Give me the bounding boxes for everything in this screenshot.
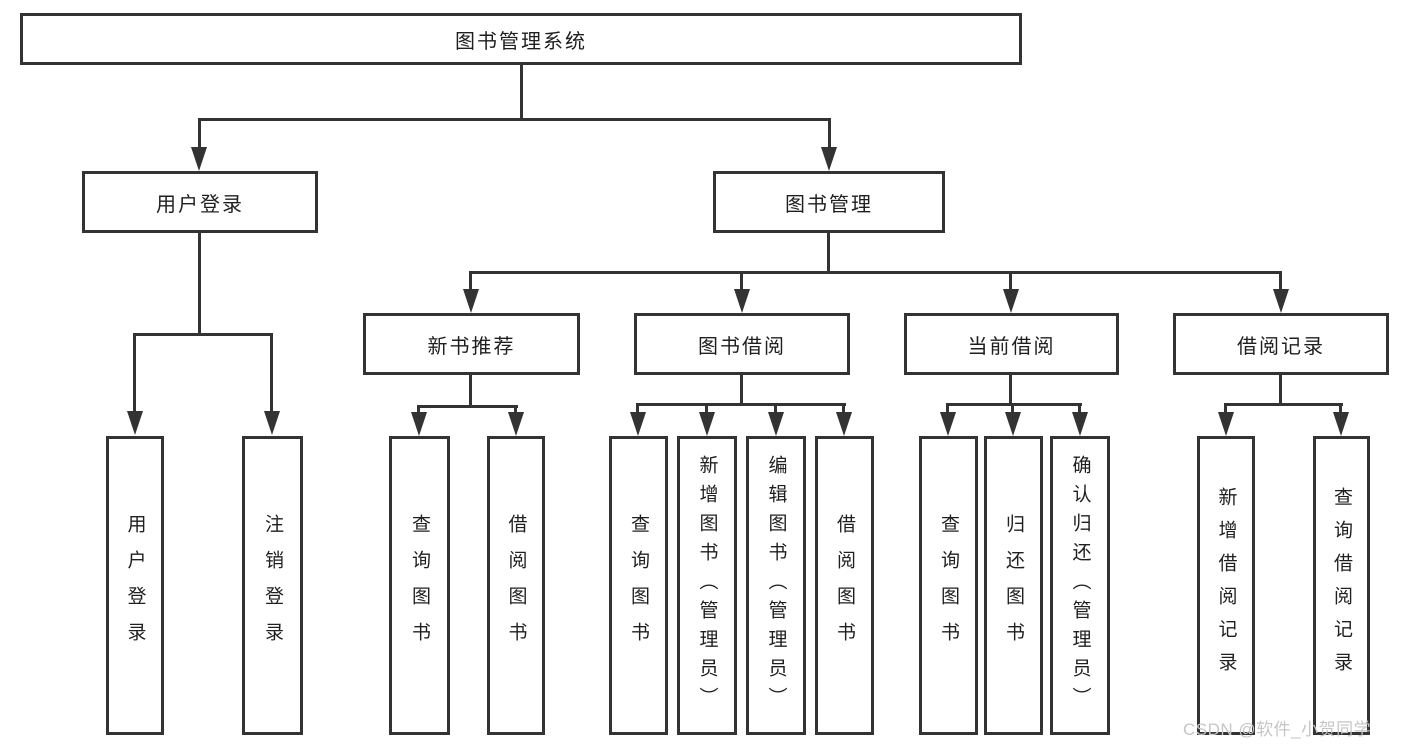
arrow-down-new-book-icon: [463, 289, 479, 313]
leaf-confirm-return-label: 确认归还（管理员）: [1069, 455, 1091, 716]
connector-book-borrow-drop2: [705, 403, 708, 412]
arrow-down-leaf-add-book-icon: [699, 412, 715, 436]
arrow-down-leaf-query-book-2-icon: [630, 412, 646, 436]
node-user-login-label: 用户登录: [156, 193, 244, 216]
connector-book-mgmt-drop3: [1009, 271, 1012, 289]
node-new-book-label: 新书推荐: [427, 335, 516, 358]
arrow-down-leaf-add-record-icon: [1218, 412, 1234, 436]
connector-new-book-stem: [469, 375, 472, 407]
leaf-edit-book-label: 编辑图书（管理员）: [765, 455, 787, 716]
arrow-down-leaf-borrow-book-1-icon: [508, 412, 524, 436]
arrow-down-book-mgmt-icon: [821, 147, 837, 171]
connector-book-mgmt-drop4: [1279, 271, 1282, 289]
connector-book-borrow-stem: [740, 375, 743, 405]
node-user-login: 用户登录: [82, 171, 318, 233]
node-current-borrow-label: 当前借阅: [967, 335, 1056, 358]
connector-book-borrow-hline: [636, 403, 846, 406]
leaf-query-record-label: 查询借阅记录: [1331, 486, 1352, 685]
leaf-query-book-1-label: 查询图书: [409, 513, 430, 658]
connector-book-borrow-drop4: [842, 403, 845, 412]
node-book-borrow-label: 图书借阅: [698, 335, 786, 358]
connector-root-hline: [198, 118, 831, 121]
leaf-borrow-book-1: 借阅图书: [487, 436, 545, 735]
connector-new-book-drop2: [514, 405, 517, 414]
connector-book-mgmt-hline: [469, 271, 1282, 274]
leaf-user-login: 用户登录: [106, 436, 164, 735]
leaf-borrow-book-1-label: 借阅图书: [505, 513, 527, 658]
arrow-down-current-borrow-icon: [1003, 289, 1019, 313]
leaf-logout-label: 注销登录: [262, 513, 283, 658]
node-root-label: 图书管理系统: [455, 30, 587, 53]
node-book-mgmt: 图书管理: [713, 171, 945, 233]
leaf-query-book-1: 查询图书: [389, 436, 450, 735]
connector-book-borrow-drop1: [636, 403, 639, 412]
arrow-down-leaf-borrow-book-2-icon: [836, 412, 852, 436]
node-borrow-record: 借阅记录: [1173, 313, 1389, 375]
connector-root-drop-right: [828, 118, 831, 148]
leaf-logout: 注销登录: [242, 436, 303, 735]
connector-borrow-record-stem: [1279, 375, 1282, 405]
leaf-return-book: 归还图书: [984, 436, 1043, 735]
leaf-query-book-2-label: 查询图书: [628, 513, 649, 658]
leaf-user-login-label: 用户登录: [124, 513, 146, 658]
connector-book-mgmt-drop1: [469, 271, 472, 289]
leaf-query-book-2: 查询图书: [609, 436, 668, 735]
arrow-down-leaf-return-book-icon: [1005, 412, 1021, 436]
node-current-borrow: 当前借阅: [904, 313, 1119, 375]
arrow-down-leaf-query-book-1-icon: [411, 412, 427, 436]
connector-book-mgmt-stem: [827, 233, 830, 273]
arrow-down-leaf-query-book-3-icon: [940, 412, 956, 436]
leaf-return-book-label: 归还图书: [1003, 513, 1024, 658]
connector-book-mgmt-drop2: [740, 271, 743, 289]
connector-new-book-hline: [417, 405, 518, 408]
leaf-query-record: 查询借阅记录: [1313, 436, 1370, 735]
node-book-borrow: 图书借阅: [634, 313, 850, 375]
leaf-edit-book: 编辑图书（管理员）: [746, 436, 806, 735]
csdn-watermark: CSDN @软件_小贺同学: [1183, 720, 1372, 739]
connector-user-login-hline: [133, 333, 273, 336]
node-book-mgmt-label: 图书管理: [785, 193, 873, 216]
node-root: 图书管理系统: [20, 13, 1022, 65]
arrow-down-leaf-query-record-icon: [1333, 412, 1349, 436]
node-borrow-record-label: 借阅记录: [1237, 335, 1325, 358]
leaf-add-book: 新增图书（管理员）: [677, 436, 737, 735]
connector-user-login-drop2: [270, 333, 273, 411]
connector-current-borrow-hline: [946, 403, 1082, 406]
connector-current-borrow-drop1: [946, 403, 949, 412]
leaf-borrow-book-2-label: 借阅图书: [834, 513, 855, 658]
leaf-add-record: 新增借阅记录: [1197, 436, 1255, 735]
leaf-borrow-book-2: 借阅图书: [815, 436, 874, 735]
connector-current-borrow-drop3: [1078, 403, 1081, 412]
connector-borrow-record-drop2: [1339, 403, 1342, 412]
arrow-down-leaf-edit-book-icon: [768, 412, 784, 436]
arrow-down-leaf-logout-icon: [264, 411, 280, 435]
leaf-add-book-label: 新增图书（管理员）: [696, 455, 718, 716]
connector-current-borrow-stem: [1009, 375, 1012, 405]
leaf-confirm-return: 确认归还（管理员）: [1050, 436, 1110, 735]
connector-borrow-record-hline: [1224, 403, 1343, 406]
connector-new-book-drop1: [417, 405, 420, 414]
node-new-book: 新书推荐: [363, 313, 580, 375]
arrow-down-borrow-record-icon: [1273, 289, 1289, 313]
arrow-down-leaf-user-login-icon: [127, 411, 143, 435]
leaf-add-record-label: 新增借阅记录: [1215, 486, 1237, 685]
connector-root-stem: [520, 65, 523, 120]
connector-book-borrow-drop3: [774, 403, 777, 412]
arrow-down-user-login-icon: [191, 147, 207, 171]
connector-borrow-record-drop1: [1224, 403, 1227, 412]
connector-current-borrow-drop2: [1011, 403, 1014, 412]
connector-user-login-stem: [198, 233, 201, 336]
leaf-query-book-3: 查询图书: [919, 436, 978, 735]
arrow-down-leaf-confirm-return-icon: [1072, 412, 1088, 436]
connector-user-login-drop1: [133, 333, 136, 411]
arrow-down-book-borrow-icon: [734, 289, 750, 313]
connector-root-drop-left: [198, 118, 201, 148]
leaf-query-book-3-label: 查询图书: [938, 513, 959, 658]
